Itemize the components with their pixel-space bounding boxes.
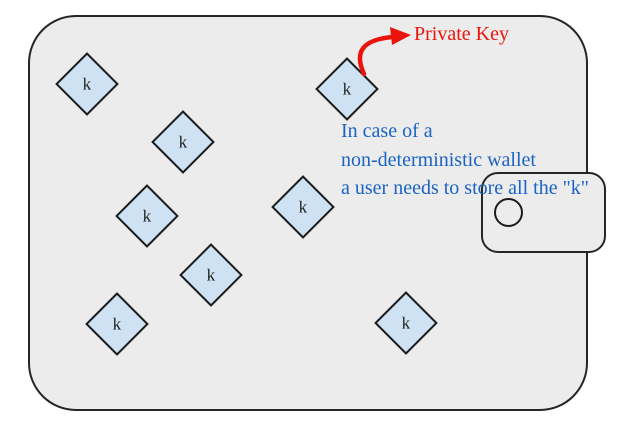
annotation-text: In case of a non-deterministic wallet a … xyxy=(341,117,589,203)
wallet-clasp-button xyxy=(494,198,523,227)
key-diamond-label: k xyxy=(178,132,188,152)
private-key-label: Private Key xyxy=(414,23,509,45)
key-diamond-label: k xyxy=(298,197,308,217)
key-diamond-label: k xyxy=(82,74,92,94)
key-diamond-label: k xyxy=(206,265,216,285)
annotation-line-3: a user needs to store all the "k" xyxy=(341,177,589,199)
key-diamond-label: k xyxy=(342,79,352,99)
annotation-line-1: In case of a xyxy=(341,120,433,142)
annotation-line-2: non-deterministic wallet xyxy=(341,148,536,171)
key-diamond-label: k xyxy=(142,206,152,226)
key-diamond-label: k xyxy=(112,314,122,334)
key-diamond-label: k xyxy=(401,313,411,333)
